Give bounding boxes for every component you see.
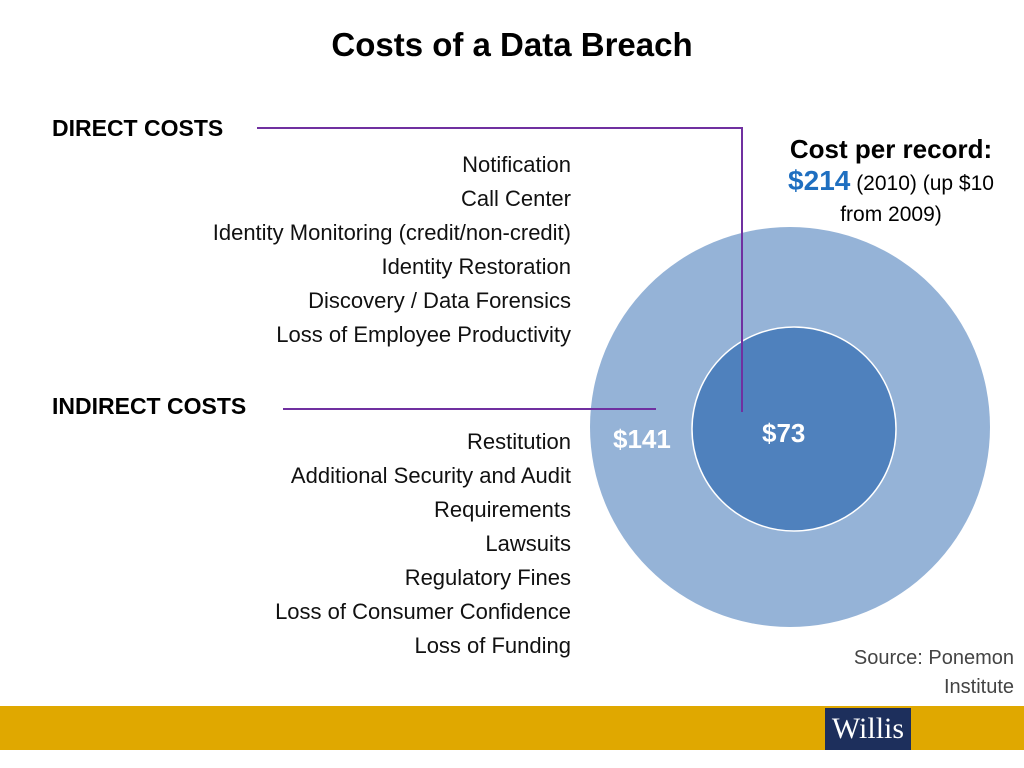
indirect-item: Additional Security and Audit xyxy=(290,463,571,488)
willis-logo: Willis xyxy=(825,708,911,750)
outer-value-label: $141 xyxy=(613,424,671,454)
cost-per-record-detail2: from 2009) xyxy=(840,203,942,226)
direct-costs-heading: DIRECT COSTS xyxy=(52,115,224,141)
cost-per-record: Cost per record: $214 (2010) (up $10 fro… xyxy=(760,134,1022,230)
cost-per-record-detail1: (2010) (up $10 xyxy=(856,172,994,195)
indirect-item: Loss of Funding xyxy=(414,633,571,658)
direct-item: Discovery / Data Forensics xyxy=(308,288,571,313)
indirect-item: Requirements xyxy=(434,497,571,522)
indirect-item: Regulatory Fines xyxy=(404,565,571,590)
direct-item: Identity Monitoring (credit/non-credit) xyxy=(212,220,571,245)
cost-per-record-amount: $214 xyxy=(788,165,851,196)
source-line2: Institute xyxy=(943,676,1014,698)
source-note: Source: Ponemon Institute xyxy=(794,644,1014,702)
direct-item: Loss of Employee Productivity xyxy=(276,322,571,347)
inner-value-label: $73 xyxy=(762,418,805,448)
direct-costs-connector xyxy=(257,127,743,412)
indirect-item: Restitution xyxy=(467,429,571,454)
indirect-item: Loss of Consumer Confidence xyxy=(275,599,571,624)
page-title: Costs of a Data Breach xyxy=(331,26,693,63)
cost-per-record-line: $214 (2010) (up $10 xyxy=(760,165,1022,199)
indirect-item: Lawsuits xyxy=(485,531,571,556)
direct-item: Notification xyxy=(462,152,571,177)
direct-item: Identity Restoration xyxy=(381,254,571,279)
source-line1: Source: Ponemon xyxy=(853,647,1014,669)
direct-item: Call Center xyxy=(460,186,571,211)
cost-per-record-label: Cost per record: xyxy=(789,134,993,164)
indirect-costs-heading: INDIRECT COSTS xyxy=(52,393,247,419)
